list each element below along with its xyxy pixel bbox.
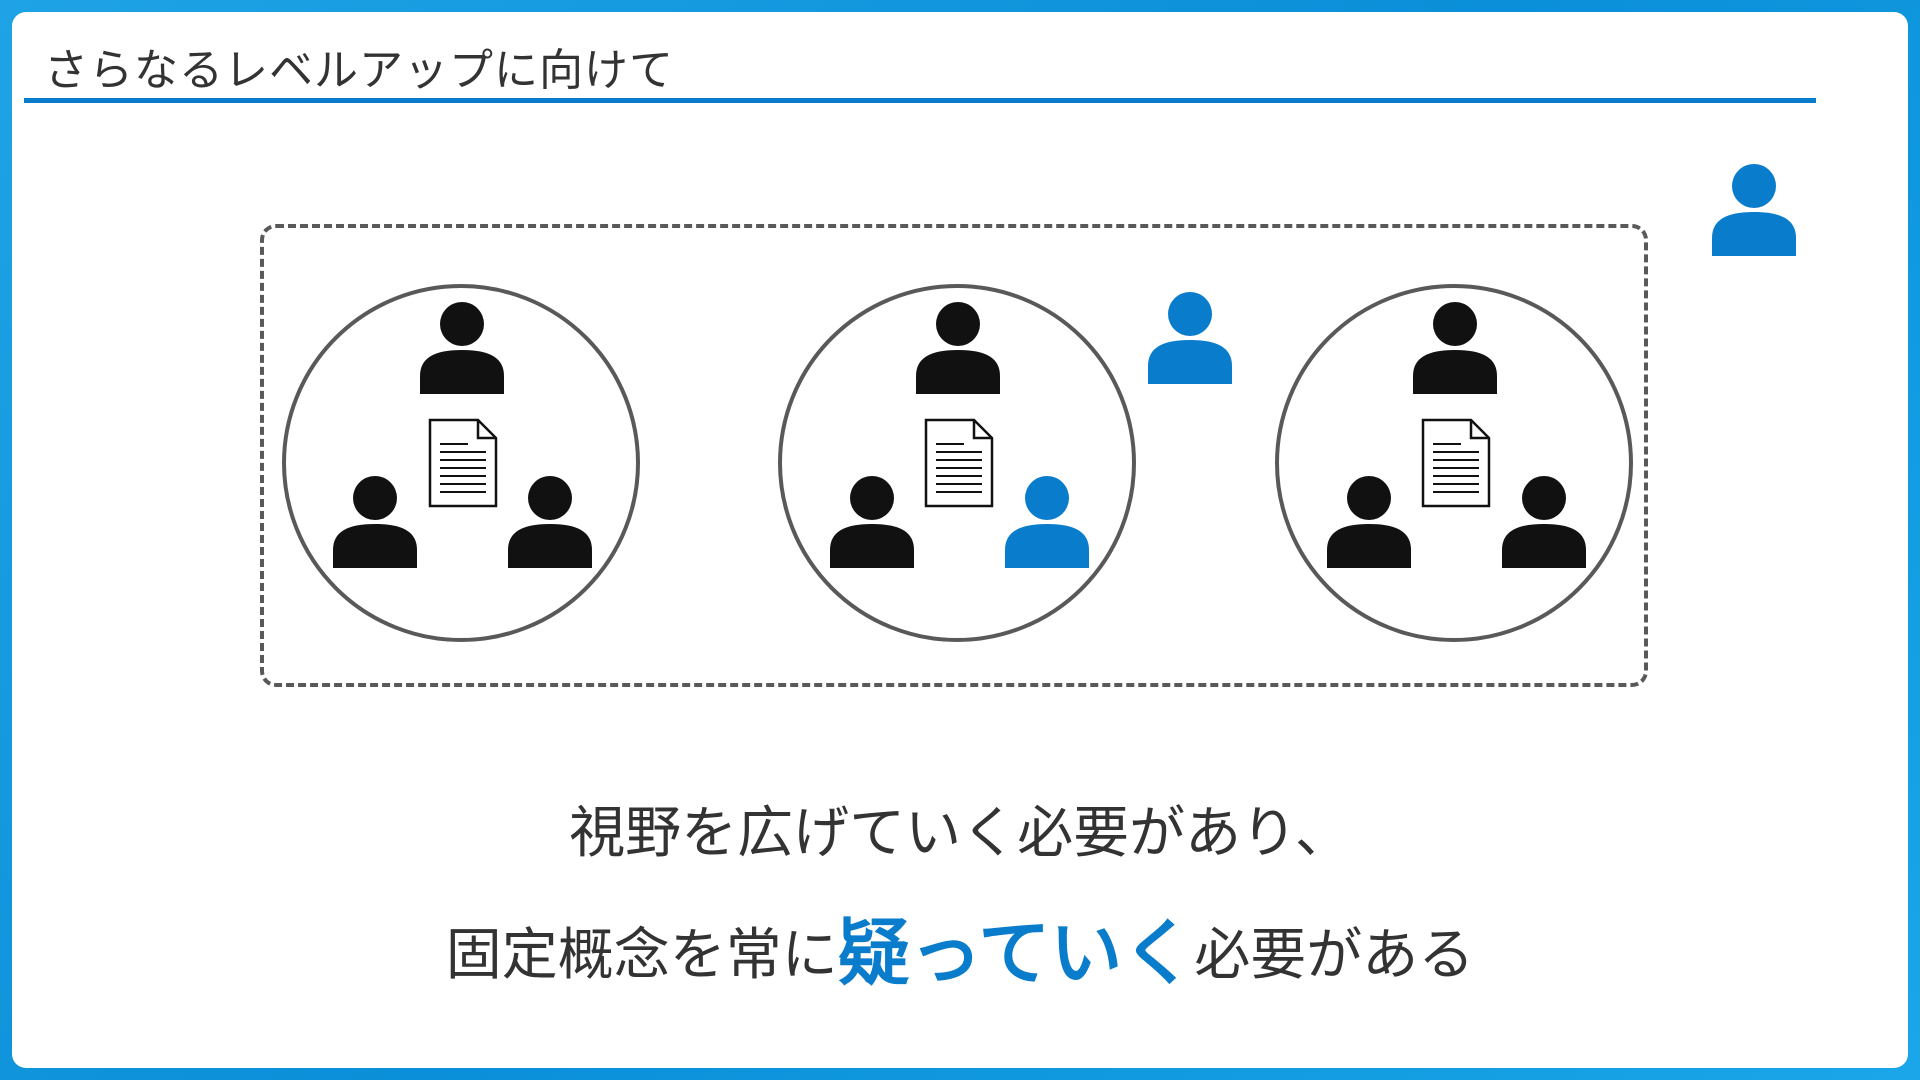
slide: さらなるレベルアップに向けて 視野を広げていく必要があり、 固定概念を常に疑って…: [12, 12, 1908, 1068]
person-icon: [1502, 476, 1586, 568]
person-icon-highlighted: [1148, 292, 1232, 384]
document-icon: [1421, 418, 1491, 508]
person-icon: [830, 476, 914, 568]
person-icon: [508, 476, 592, 568]
message-line-2: 固定概念を常に疑っていく必要がある: [12, 894, 1908, 999]
group-boundary: [260, 224, 1648, 687]
document-icon: [924, 418, 994, 508]
person-icon-highlighted: [1712, 164, 1796, 256]
message-line-1: 視野を広げていく必要があり、: [569, 801, 1351, 866]
title-underline: [24, 98, 1816, 103]
person-icon: [333, 476, 417, 568]
person-icon: [916, 302, 1000, 394]
message-line-2-before: 固定概念を常に: [445, 923, 838, 988]
slide-title: さらなるレベルアップに向けて: [44, 45, 674, 96]
message-emphasis: 疑っていく: [837, 911, 1195, 995]
person-icon: [420, 302, 504, 394]
person-icon-highlighted: [1005, 476, 1089, 568]
message-line-2-after: 必要がある: [1194, 923, 1475, 988]
person-icon: [1413, 302, 1497, 394]
document-icon: [428, 418, 498, 508]
person-icon: [1327, 476, 1411, 568]
